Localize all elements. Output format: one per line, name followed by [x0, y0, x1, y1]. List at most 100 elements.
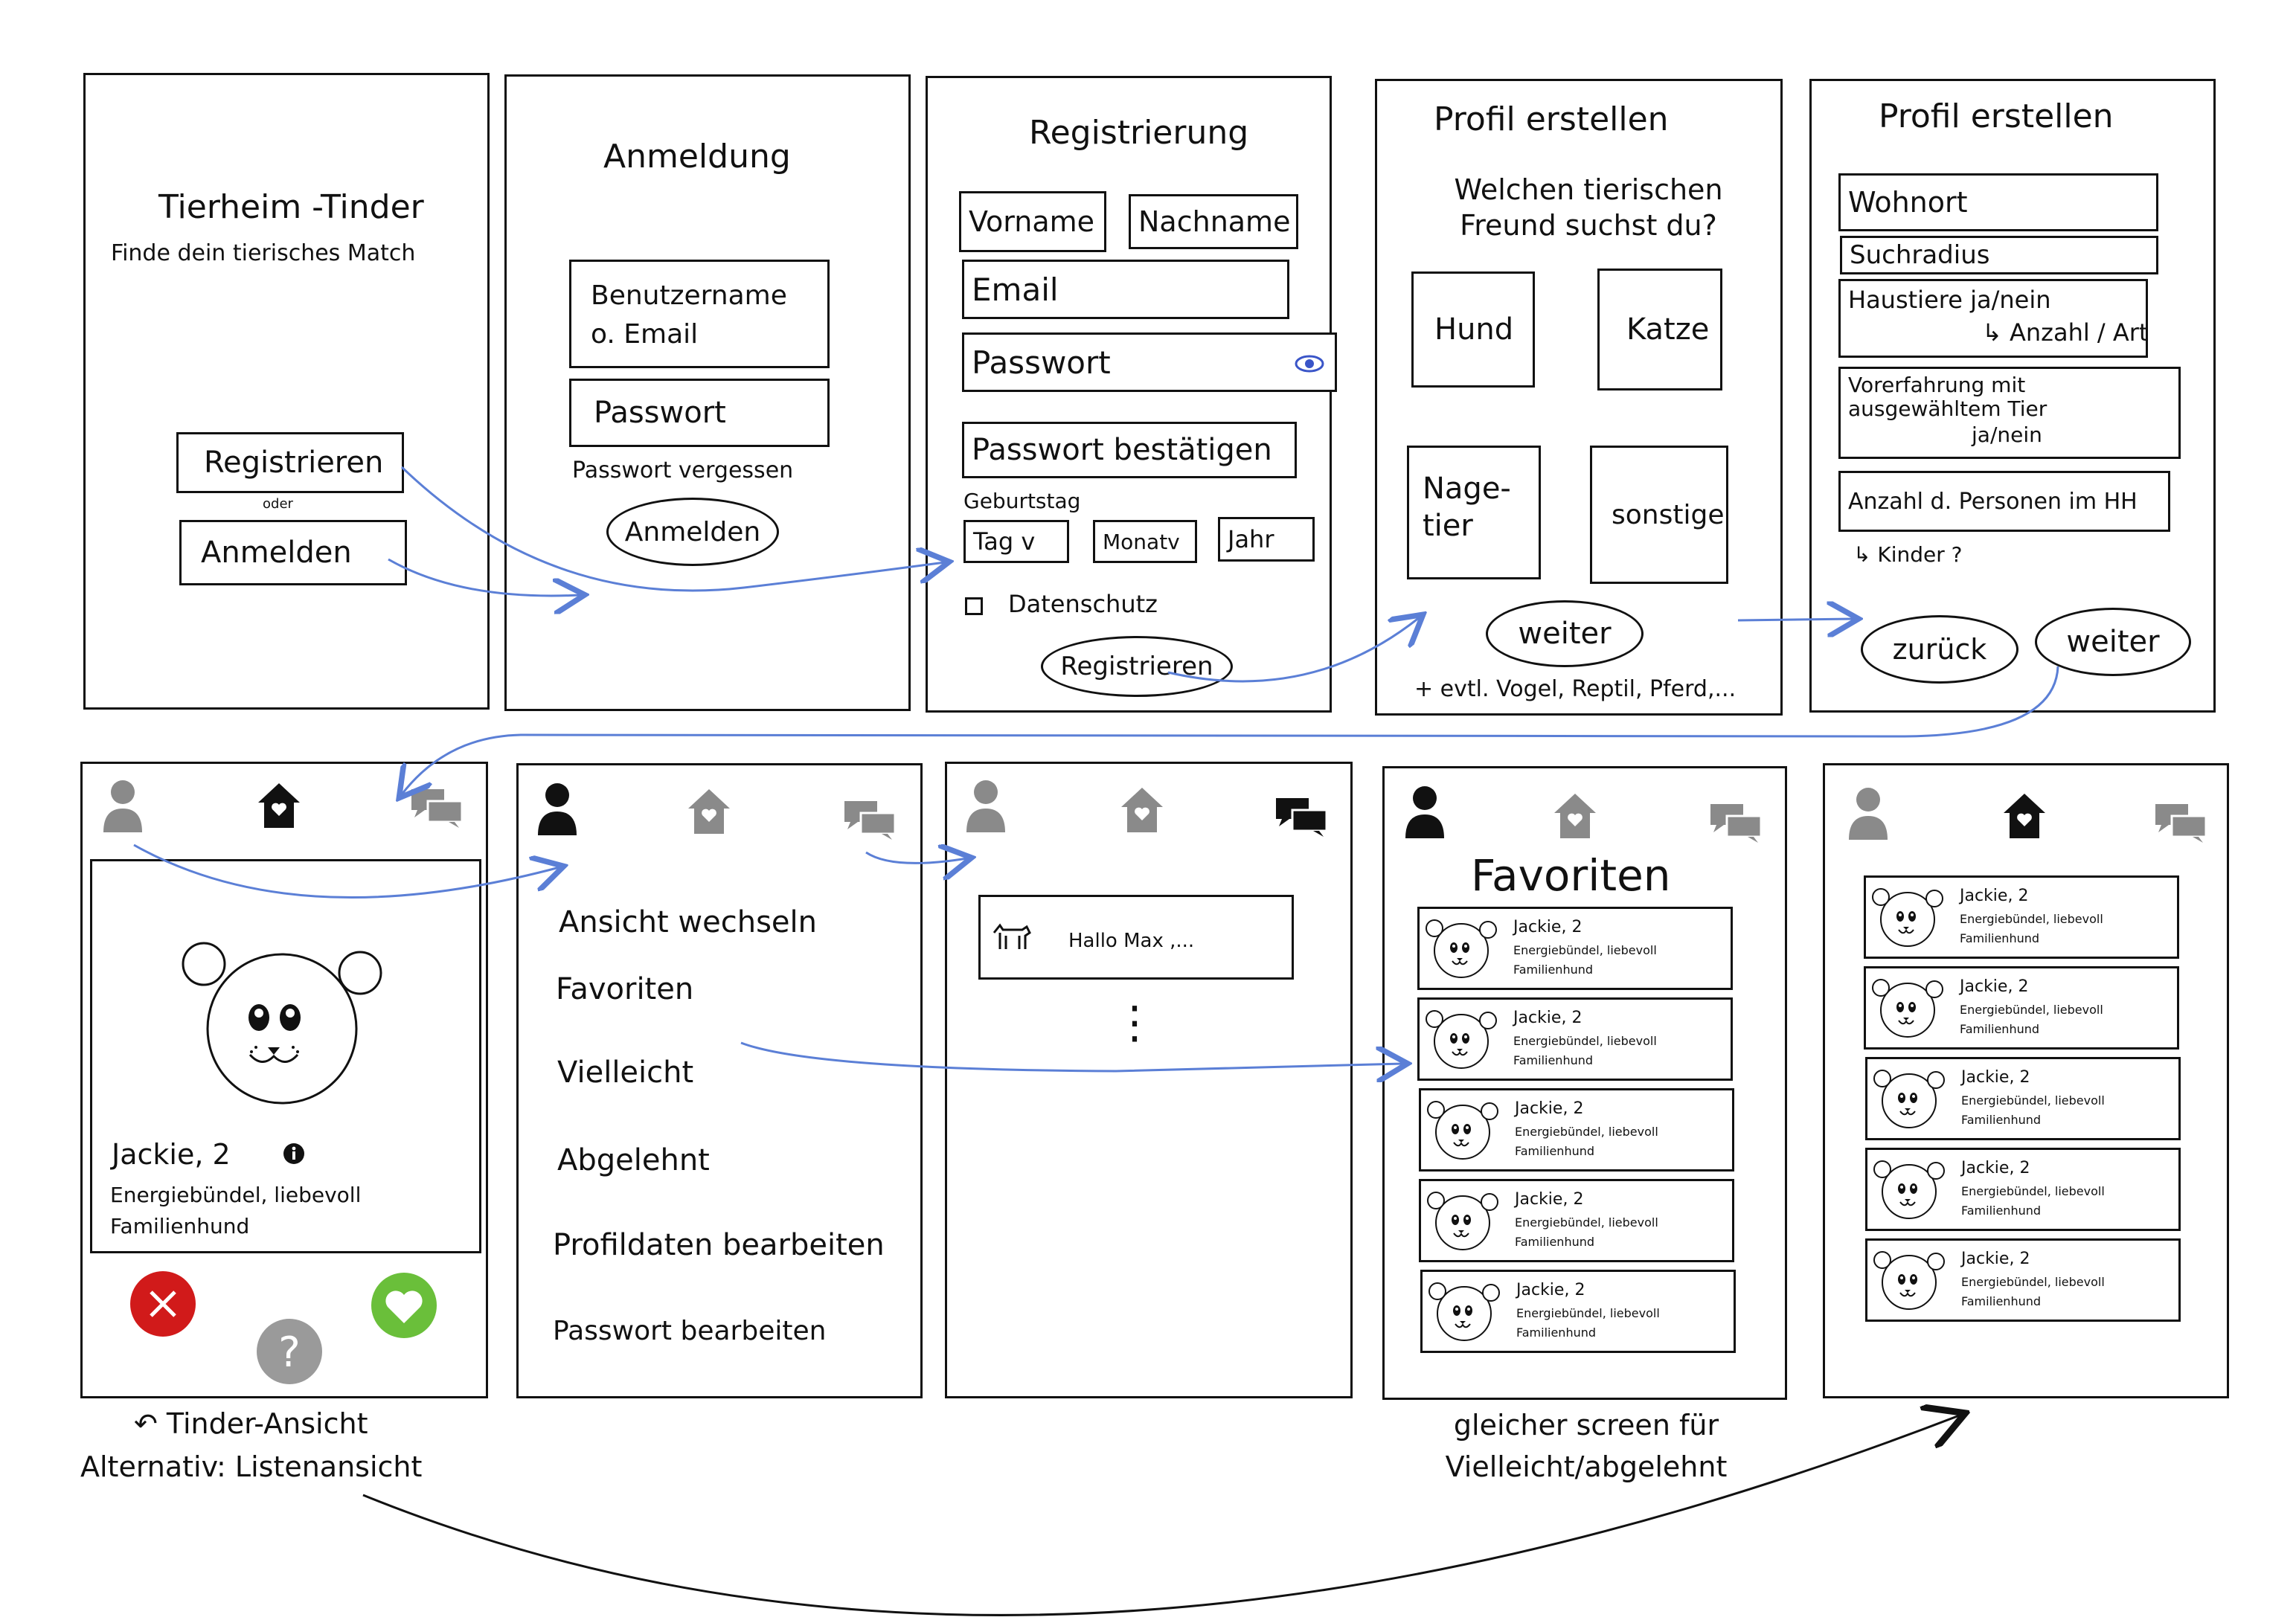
bear-face-icon	[1426, 1010, 1497, 1069]
login-button[interactable]: Anmelden	[179, 520, 407, 585]
svg-text:?: ?	[278, 1328, 301, 1377]
page-title: Favoriten	[1471, 850, 1671, 901]
pet-type: Familienhund	[1960, 931, 2040, 945]
swipe-caption: ↶ Tinder-Ansicht	[134, 1407, 368, 1440]
back-button[interactable]: zurück	[1861, 615, 2018, 684]
privacy-label: Datenschutz	[1008, 590, 1158, 618]
email-field[interactable]: Email	[962, 260, 1289, 319]
next-button-label: weiter	[1518, 617, 1612, 651]
pet-name: Jackie, 2	[112, 1138, 231, 1171]
next-button[interactable]: weiter	[2035, 608, 2191, 676]
chat-icon[interactable]	[410, 788, 464, 828]
register-button[interactable]: Registrieren	[176, 432, 404, 493]
pet-description: Energiebündel, liebevoll	[1960, 912, 2103, 926]
bear-face-icon	[1873, 1070, 1945, 1128]
eye-icon[interactable]	[1295, 354, 1324, 373]
pet-description: Energiebündel, liebevoll	[1513, 1034, 1657, 1048]
forgot-password-link[interactable]: Passwort vergessen	[572, 457, 794, 483]
house-heart-icon[interactable]	[1120, 786, 1164, 834]
back-button-label: zurück	[1892, 633, 1987, 666]
residence-field[interactable]: Wohnort	[1838, 173, 2158, 231]
house-heart-icon[interactable]	[687, 788, 731, 835]
user-icon[interactable]	[102, 779, 144, 834]
privacy-checkbox[interactable]	[965, 597, 983, 615]
chat-icon[interactable]	[1274, 797, 1328, 837]
screen-login: Anmeldung Benutzername o. Email Passwort…	[504, 74, 911, 711]
house-heart-icon[interactable]	[257, 782, 301, 829]
month-select[interactable]: Monatv	[1093, 520, 1197, 563]
screen-profile-step1: Profil erstellen Welchen tierischen Freu…	[1375, 79, 1783, 716]
password-field[interactable]: Passwort	[569, 379, 830, 447]
option-rodent[interactable]: Nage-tier	[1407, 446, 1541, 579]
pets-field[interactable]: Haustiere ja/nein ↳ Anzahl / Art	[1838, 279, 2148, 358]
menu-item-favorites[interactable]: Favoriten	[556, 972, 694, 1006]
chat-icon[interactable]	[843, 800, 897, 840]
pet-name: Jackie, 2	[1513, 918, 1582, 936]
bear-face-icon	[1873, 1160, 1945, 1219]
pet-name: Jackie, 2	[1516, 1281, 1585, 1299]
pet-description: Energiebündel, liebevoll	[110, 1183, 362, 1207]
user-icon[interactable]	[1404, 785, 1446, 840]
info-icon[interactable]	[283, 1142, 305, 1165]
page-title: Profil erstellen	[1434, 100, 1669, 138]
user-icon[interactable]	[536, 782, 578, 837]
day-select[interactable]: Tag v	[963, 520, 1069, 563]
experience-field-label: Vorerfahrung mit ausgewähltem Tier	[1848, 373, 2048, 421]
lastname-field[interactable]: Nachname	[1129, 194, 1298, 249]
house-heart-icon[interactable]	[1553, 792, 1597, 840]
radius-field[interactable]: Suchradius	[1840, 236, 2158, 274]
household-field[interactable]: Anzahl d. Personen im HH	[1838, 471, 2170, 532]
pet-type: Familienhund	[1961, 1294, 2042, 1308]
menu-item-maybe[interactable]: Vielleicht	[557, 1055, 694, 1090]
pet-description: Energiebündel, liebevoll	[1515, 1125, 1658, 1139]
experience-field[interactable]: Vorerfahrung mit ausgewähltem Tier ja/ne…	[1838, 367, 2181, 459]
house-heart-icon[interactable]	[2002, 792, 2047, 840]
bear-face-icon	[1427, 1192, 1498, 1250]
register-button[interactable]: Registrieren	[1041, 636, 1233, 697]
year-select[interactable]: Jahr	[1218, 517, 1315, 562]
pet-type: Familienhund	[1960, 1022, 2040, 1036]
menu-item-rejected[interactable]: Abgelehnt	[557, 1143, 710, 1177]
pet-type: Familienhund	[1961, 1203, 2042, 1218]
menu-item-edit-profile[interactable]: Profildaten bearbeiten	[553, 1228, 885, 1262]
pet-card[interactable]: Jackie, 2 Energiebündel, liebevoll Famil…	[90, 859, 481, 1253]
user-icon[interactable]	[1847, 786, 1889, 841]
pet-type: Familienhund	[1515, 1235, 1595, 1249]
chat-item[interactable]: Hallo Max ,...	[978, 895, 1294, 980]
password-confirm-field[interactable]: Passwort bestätigen	[962, 422, 1297, 478]
username-field[interactable]: Benutzername o. Email	[569, 260, 830, 368]
login-button[interactable]: Anmelden	[606, 498, 779, 566]
next-button[interactable]: weiter	[1486, 600, 1644, 667]
chat-preview: Hallo Max ,...	[1068, 930, 1195, 952]
screen-register: Registrierung Vorname Nachname Email Pas…	[926, 76, 1337, 713]
pet-name: Jackie, 2	[1515, 1099, 1584, 1118]
heart-icon[interactable]	[370, 1271, 438, 1340]
menu-item-edit-password[interactable]: Passwort bearbeiten	[553, 1316, 827, 1346]
chat-icon[interactable]	[2154, 803, 2207, 843]
option-dog[interactable]: Hund	[1411, 271, 1535, 388]
option-cat[interactable]: Katze	[1597, 269, 1722, 391]
menu-item-switch-view[interactable]: Ansicht wechseln	[559, 905, 817, 939]
screen-menu: Ansicht wechseln Favoriten Vielleicht Ab…	[516, 763, 923, 1398]
question-icon[interactable]: ?	[255, 1317, 324, 1386]
pet-type: Familienhund	[1513, 1053, 1594, 1067]
firstname-field[interactable]: Vorname	[959, 191, 1106, 252]
chat-icon[interactable]	[1709, 803, 1763, 843]
screen-chat: Hallo Max ,... ⋮	[945, 762, 1353, 1398]
option-other[interactable]: sonstige	[1590, 446, 1728, 584]
password-field[interactable]: Passwort	[962, 332, 1337, 392]
close-icon[interactable]	[129, 1270, 197, 1338]
page-title: Registrierung	[1029, 114, 1249, 152]
user-icon[interactable]	[965, 779, 1007, 834]
